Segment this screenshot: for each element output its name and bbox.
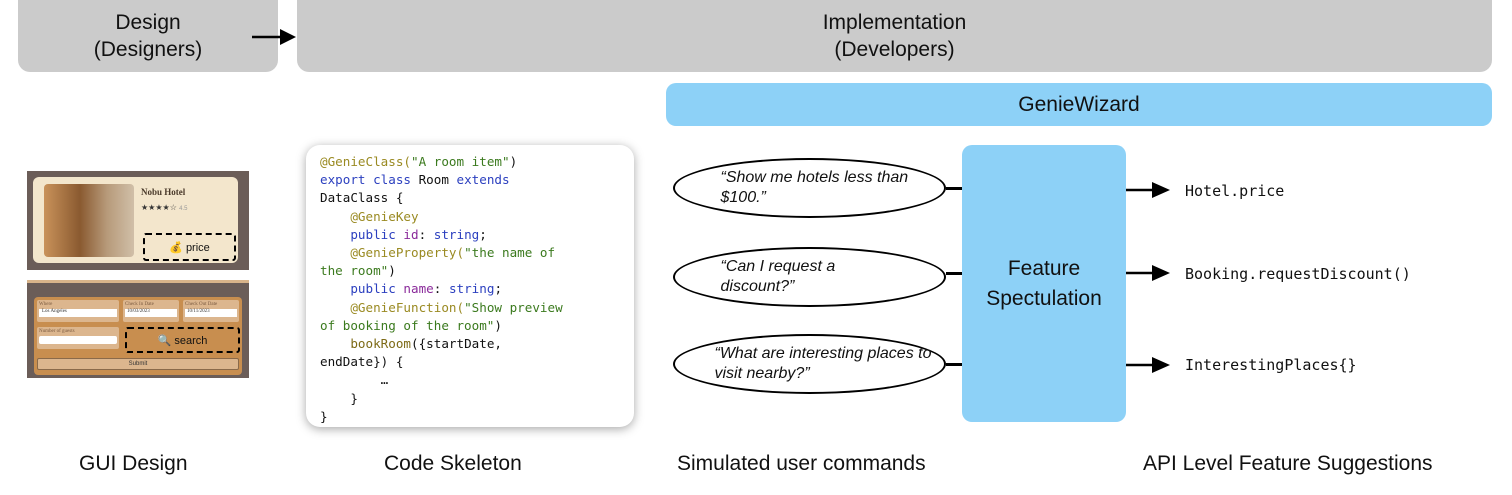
code-token: ) (509, 154, 518, 169)
user-command-1: “Show me hotels less than $100.” (673, 158, 946, 218)
hotel-name: Nobu Hotel (141, 187, 186, 197)
design-phase-box: Design (Designers) (18, 0, 278, 72)
user-command-3: “What are interesting places to visit ne… (673, 334, 946, 394)
code-line: endDate}) { (320, 353, 620, 371)
code-token: Room (418, 172, 457, 188)
code-token (320, 336, 350, 351)
code-token: of booking of the room" (320, 317, 495, 333)
code-line: @GenieKey (320, 208, 620, 226)
code-line: DataClass { (320, 189, 620, 207)
checkout-label: Check Out Date (185, 302, 218, 307)
code-line: public id: string; (320, 226, 620, 244)
simulated-commands-label: Simulated user commands (677, 452, 926, 475)
code-token (320, 245, 350, 260)
code-token: public (350, 281, 404, 297)
code-line: of booking of the room") (320, 317, 620, 335)
where-label: Where (39, 302, 53, 307)
code-token: @GenieFunction( (350, 299, 465, 315)
connector-line (946, 363, 963, 366)
code-token: export class (320, 172, 419, 188)
code-token (320, 300, 350, 315)
gui-design-label: GUI Design (79, 452, 188, 475)
code-line: @GenieProperty("the name of (320, 244, 620, 262)
code-token: ; (494, 281, 503, 297)
code-line: } (320, 390, 620, 408)
price-placeholder: 💰 price (143, 233, 236, 261)
code-token: "the name of (464, 245, 556, 261)
gui-hotel-card-thumbnail: Nobu Hotel ★★★★☆ 4.5 💰 price (27, 171, 249, 270)
implementation-phase-subtitle: (Developers) (834, 38, 955, 61)
search-placeholder: 🔍 search (125, 327, 240, 353)
code-line: the room") (320, 262, 620, 280)
design-phase-subtitle: (Designers) (93, 38, 203, 61)
suggestion-arrows-icon (1126, 182, 1170, 373)
code-token: name (403, 281, 434, 297)
code-line: bookRoom({startDate, (320, 335, 620, 353)
submit-button: Submit (37, 358, 239, 370)
suggestion-1: Hotel.price (1185, 182, 1285, 200)
code-token: @GenieClass( (320, 154, 411, 169)
command-text: “Show me hotels less than $100.” (720, 169, 909, 206)
code-token: @GenieKey (350, 208, 419, 224)
checkout-input: 10/11/2023 (185, 309, 237, 317)
where-select: Los Angeles (39, 309, 117, 317)
code-token: "Show preview (464, 299, 563, 315)
star-rating: ★★★★☆ (141, 203, 177, 212)
implementation-phase-box: Implementation (Developers) (297, 0, 1492, 72)
code-token (320, 281, 350, 296)
code-line: public name: string; (320, 280, 620, 298)
geniewizard-bar: GenieWizard (666, 83, 1492, 126)
code-token: … (320, 372, 389, 388)
code-line: … (320, 371, 620, 389)
code-token: "A room item" (411, 154, 510, 169)
phase-arrow-icon (252, 29, 296, 45)
checkin-label: Check In Date (125, 302, 154, 307)
code-token: endDate}) { (320, 354, 404, 370)
connector-line (946, 187, 963, 190)
code-token: : (433, 281, 449, 297)
code-token: id (403, 226, 419, 242)
code-token (320, 227, 350, 242)
user-command-2: “Can I request a discount?” (673, 247, 946, 307)
guests-input (39, 336, 117, 344)
rating-value: 4.5 (179, 206, 188, 212)
code-token: the room" (320, 263, 389, 279)
code-token: : (418, 226, 434, 242)
connector-line (946, 272, 963, 275)
command-text: “What are interesting places to visit ne… (714, 345, 932, 382)
code-token: extends (456, 172, 510, 188)
code-token: } (320, 408, 328, 424)
hotel-photo (44, 184, 134, 257)
code-line: @GenieFunction("Show preview (320, 299, 620, 317)
code-line: @GenieClass("A room item") (320, 153, 620, 171)
code-line: } (320, 408, 620, 426)
code-token: ) (388, 263, 396, 279)
code-token: ({startDate, (411, 336, 503, 352)
code-token (320, 209, 350, 224)
checkin-input: 10/03/2023 (125, 309, 177, 317)
code-token: ; (479, 226, 487, 242)
feature-speculation-box: Feature Spectulation (962, 145, 1126, 422)
code-token: string (448, 281, 495, 297)
command-text: “Can I request a discount?” (720, 258, 836, 295)
code-token: @GenieProperty( (350, 245, 465, 261)
design-phase-title: Design (115, 11, 181, 34)
api-suggestions-label: API Level Feature Suggestions (1143, 452, 1433, 475)
code-line: export class Room extends (320, 171, 620, 189)
code-token: public (350, 226, 404, 242)
code-token: DataClass { (320, 190, 404, 206)
code-skeleton-card: @GenieClass("A room item")export class R… (306, 145, 634, 427)
suggestion-3: InterestingPlaces{} (1185, 356, 1357, 374)
code-token: bookRoom (350, 336, 412, 352)
code-token: } (320, 390, 358, 406)
code-token: ) (494, 317, 502, 333)
code-skeleton-label: Code Skeleton (384, 452, 522, 475)
code-token: string (433, 226, 480, 242)
implementation-phase-title: Implementation (822, 11, 967, 34)
guests-label: Number of guests (39, 329, 75, 334)
suggestion-2: Booking.requestDiscount() (1185, 265, 1411, 283)
